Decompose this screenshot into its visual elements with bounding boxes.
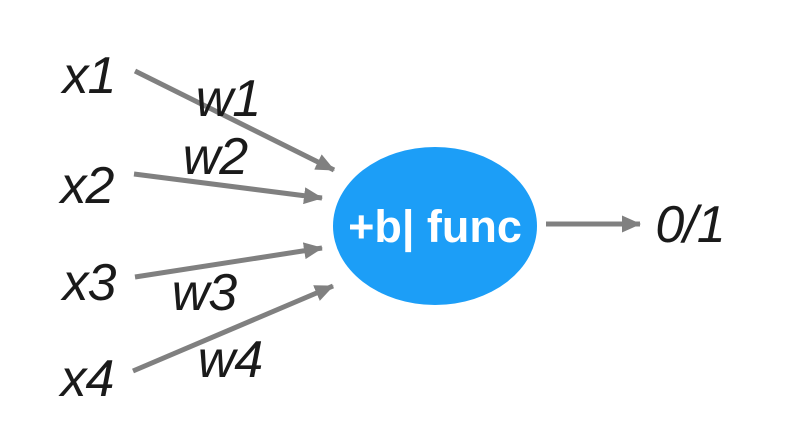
- input-arrow-x3: [134, 242, 323, 280]
- output-label: 0/1: [655, 196, 725, 254]
- weight-label-w3: w3: [171, 264, 237, 322]
- input-arrow-x2: [133, 171, 323, 205]
- weight-label-w1: w1: [195, 70, 261, 128]
- weight-label-w4: w4: [197, 331, 263, 389]
- neuron-label: +b| func: [348, 200, 522, 252]
- weight-label-w2: w2: [182, 128, 248, 186]
- input-label-x2: x2: [60, 157, 115, 215]
- input-label-x4: x4: [60, 350, 115, 408]
- input-arrow-x1: [133, 68, 336, 173]
- input-label-x1: x1: [62, 47, 117, 105]
- input-arrow-x4: [132, 283, 334, 374]
- input-label-x3: x3: [62, 254, 117, 312]
- neuron-node: +b| func: [333, 147, 537, 305]
